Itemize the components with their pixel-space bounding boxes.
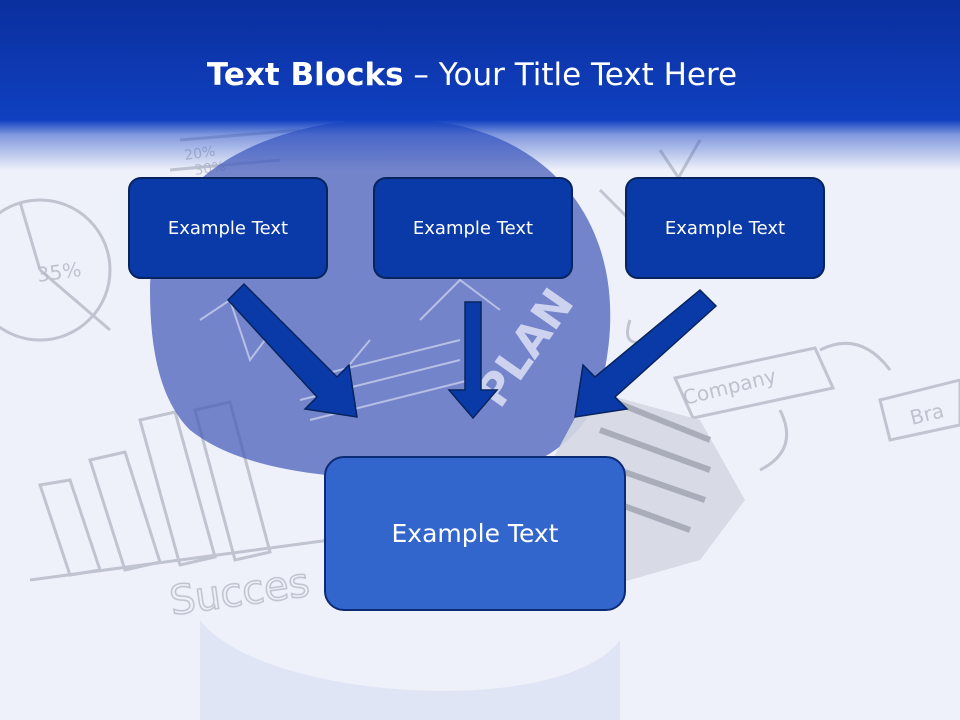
text-block-top-left: Example Text [128, 177, 328, 279]
arrow-down-left-icon [574, 288, 718, 418]
text-block-bottom: Example Text [324, 456, 626, 611]
text-block-label: Example Text [167, 217, 289, 239]
arrow-down-right-icon [226, 282, 358, 418]
arrow-down-icon [447, 301, 499, 420]
text-block-label: Example Text [412, 217, 534, 239]
title-bold-part: Text Blocks [206, 57, 404, 93]
text-block-top-center: Example Text [373, 177, 573, 279]
slide-title: Text Blocks – Your Title Text Here [0, 54, 944, 96]
text-block-top-right: Example Text [625, 177, 825, 279]
text-block-label: Example Text [664, 217, 786, 239]
title-rest-part: – Your Title Text Here [413, 57, 738, 93]
title-bar [0, 0, 960, 170]
text-block-label: Example Text [391, 519, 559, 548]
